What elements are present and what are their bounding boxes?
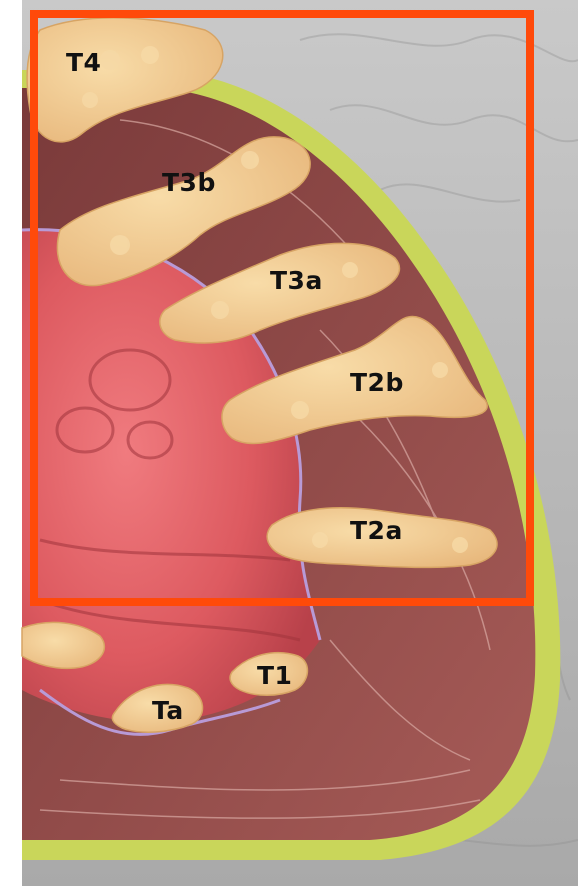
label-t2a: T2a xyxy=(350,518,403,543)
left-margin xyxy=(0,0,22,886)
label-t3b: T3b xyxy=(162,170,216,195)
label-t4: T4 xyxy=(66,50,101,75)
label-ta: Ta xyxy=(152,698,184,723)
label-t1: T1 xyxy=(257,663,292,688)
label-t2b: T2b xyxy=(350,370,404,395)
label-t3a: T3a xyxy=(270,268,323,293)
